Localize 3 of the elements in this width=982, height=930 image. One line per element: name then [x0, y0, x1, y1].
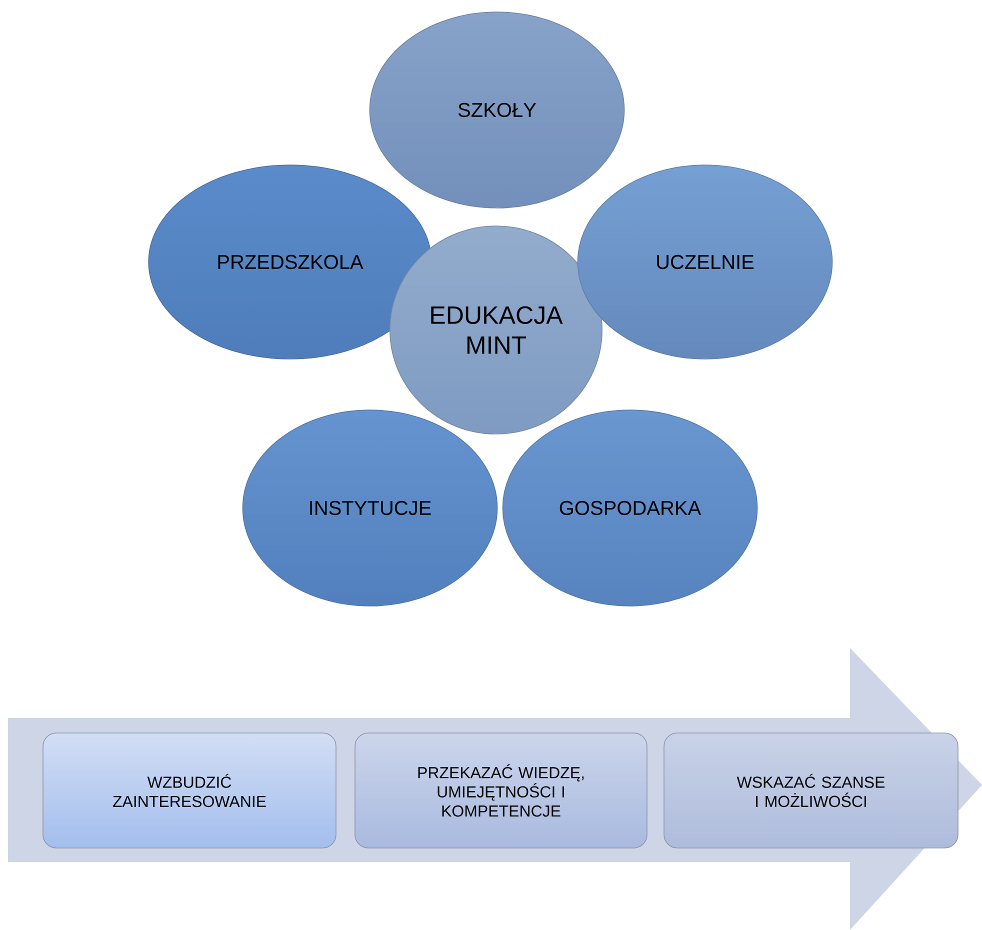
rounded-box: WSKAZAĆ SZANSE I MOŻLIWOŚCI: [664, 732, 958, 848]
rounded-box: WZBUDZIĆ ZAINTERESOWANIE: [42, 732, 336, 848]
rounded-box: PRZEKAZAĆ WIEDZĘ, UMIEJĘTNOŚCI I KOMPETENCJE: [354, 732, 648, 848]
